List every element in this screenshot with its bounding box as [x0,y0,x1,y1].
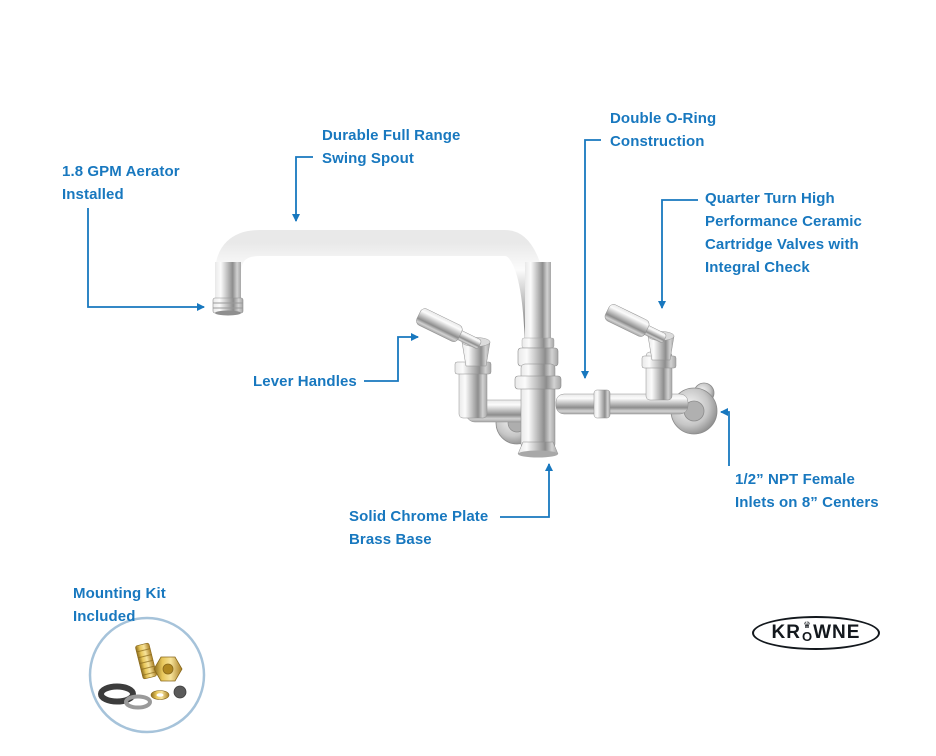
callout-label-o-ring: Double O-Ring Construction [610,110,717,150]
callout-label-mounting-kit: Mounting Kit Included [73,585,166,625]
brass-hex-nut [153,656,183,682]
callout-line-chrome-base [500,463,553,518]
callout-label-swing-spout: Durable Full Range Swing Spout [322,127,461,167]
brass-washer [150,690,170,700]
left-lever-handle [416,308,482,349]
spout-swivel-nut [517,337,559,367]
callout-line-o-ring [581,139,601,379]
swing-spout [215,230,551,366]
callout-label-chrome-base: Solid Chrome Plate Brass Base [349,508,489,548]
callout-label-npt-inlets: 1/2” NPT Female Inlets on 8” Centers [735,471,879,511]
left-valve-body [454,361,492,419]
mounting-kit-illustration [88,616,206,734]
callout-line-npt-inlets [720,408,730,466]
logo-letters-kr: KR [771,622,801,643]
center-body-base [514,363,562,458]
callout-line-swing-spout [292,156,313,222]
logo-letters-wne: WNE [813,622,861,643]
locknut [173,685,187,699]
brass-nipple [135,642,157,680]
right-lever-handle [604,304,667,343]
callout-label-cartridge-valves: Quarter Turn High Performance Ceramic Ca… [705,190,862,276]
krowne-logo: KR ♛ O WNE [752,616,880,650]
callout-line-lever-handles [364,333,419,382]
callout-line-cartridge [658,199,698,309]
logo-letter-o-with-crown: ♛ O [802,621,813,644]
logo-letter-o: O [802,629,813,644]
callout-lines [87,139,730,518]
rubber-washer [98,683,136,705]
callout-label-lever-handles: Lever Handles [253,373,357,390]
aerator [212,297,244,316]
crown-icon: ♛ [803,621,812,631]
metal-washer [124,694,152,710]
faucet-illustration [212,230,718,458]
callout-label-aerator: 1.8 GPM Aerator Installed [62,163,180,203]
callout-line-aerator [87,208,205,311]
